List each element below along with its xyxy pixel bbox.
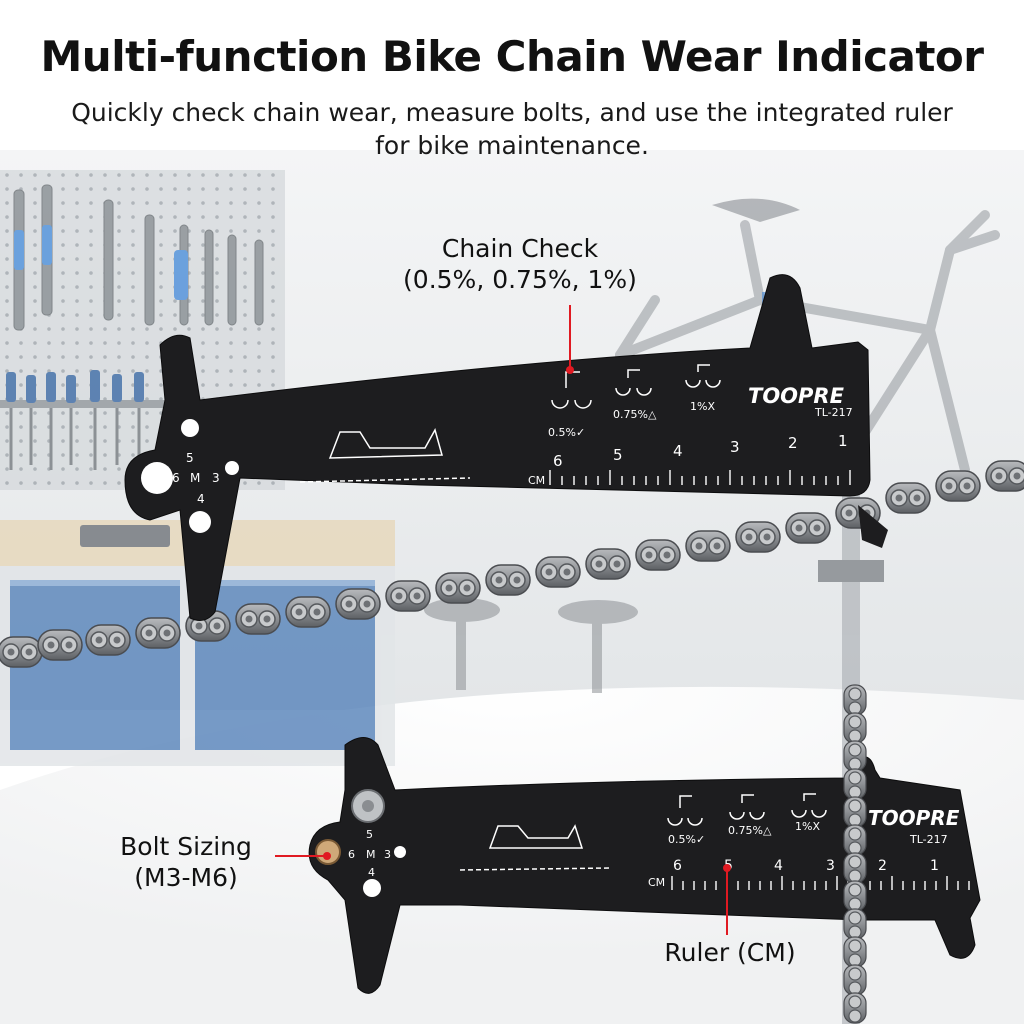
chain-checker-tool-bottom: TOOPRE TL-217 0.5%✓ 0.75%△ 1%X CM 6 5 4 … (308, 737, 981, 994)
ruler-number-top-4: 4 (673, 442, 683, 460)
bolt-label-bottom-5: 5 (366, 828, 373, 841)
bolt-label-top-m: M (190, 471, 200, 485)
callout-bolt-sizing: Bolt Sizing (M3-M6) (96, 831, 276, 893)
callout-chain-check-values: (0.5%, 0.75%, 1%) (403, 265, 637, 294)
ruler-number-bottom-4: 4 (774, 858, 783, 874)
wear-mark-top-2: 0.75%△ (613, 408, 657, 421)
ruler-unit-top: CM (528, 474, 545, 487)
ruler-number-top-1: 1 (838, 432, 848, 450)
bolt-label-top-3: 3 (212, 471, 220, 485)
page-subtitle: Quickly check chain wear, measure bolts,… (71, 98, 953, 160)
callout-ruler: Ruler (CM) (664, 938, 796, 967)
bolt-label-top-4: 4 (197, 492, 205, 506)
bolt-label-bottom-6: 6 (348, 848, 355, 861)
page-title: Multi-function Bike Chain Wear Indicator (40, 32, 985, 81)
ruler-number-bottom-6: 6 (673, 858, 682, 874)
wear-mark-bottom-1: 0.5%✓ (668, 833, 705, 846)
stools (424, 598, 638, 693)
wear-mark-top-3: 1%X (690, 400, 715, 413)
bolt-label-top-5: 5 (186, 451, 194, 465)
pegboard (0, 170, 285, 490)
ruler-number-top-6: 6 (553, 452, 563, 470)
brand-logo-top: TOOPRE (748, 384, 845, 408)
ruler-number-bottom-2: 2 (878, 858, 887, 874)
wear-mark-top-1: 0.5%✓ (548, 426, 585, 439)
ruler-number-top-3: 3 (730, 438, 740, 456)
bolt-label-bottom-3: 3 (384, 848, 391, 861)
callout-chain-check: Chain Check (0.5%, 0.75%, 1%) (370, 233, 670, 295)
callout-bolt-sizing-title: Bolt Sizing (120, 832, 252, 861)
brand-logo-bottom: TOOPRE (868, 806, 960, 830)
wear-mark-bottom-2: 0.75%△ (728, 824, 772, 837)
callout-pointers (275, 305, 731, 935)
bolt-label-bottom-4: 4 (368, 866, 375, 879)
ruler-number-top-2: 2 (788, 434, 798, 452)
model-label-bottom: TL-217 (909, 833, 948, 846)
bike-saddle (712, 198, 800, 222)
callout-chain-check-title: Chain Check (441, 234, 599, 263)
callout-bolt-sizing-values: (M3-M6) (134, 863, 238, 892)
ruler-number-bottom-1: 1 (930, 858, 939, 874)
wear-mark-bottom-3: 1%X (795, 820, 820, 833)
bolt-label-bottom-m: M (366, 848, 376, 861)
ruler-number-top-5: 5 (613, 446, 623, 464)
ruler-unit-bottom: CM (648, 876, 665, 889)
ruler-number-bottom-3: 3 (826, 858, 835, 874)
chain-checker-tool-top: TOOPRE TL-217 0.5%✓ 0.75%△ 1%X CM 6 5 4 … (124, 274, 888, 621)
model-label-top: TL-217 (814, 406, 853, 419)
bolt-label-top-6: 6 (172, 471, 180, 485)
